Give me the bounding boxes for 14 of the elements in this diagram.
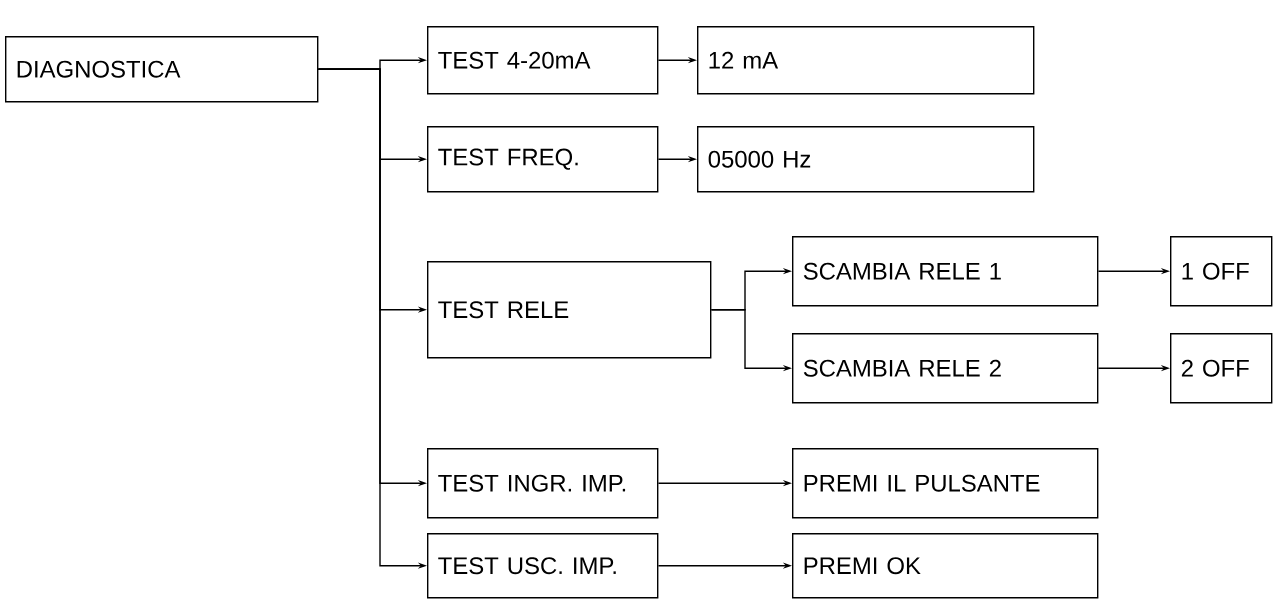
menu-box: 05000 Hz: [697, 126, 1035, 193]
menu-box: 2 OFF: [1170, 333, 1273, 404]
menu-box: TEST 4-20mA: [427, 26, 659, 95]
menu-box: PREMI IL PULSANTE: [792, 448, 1099, 519]
menu-box: DIAGNOSTICA: [5, 36, 319, 103]
menu-box: TEST INGR. IMP.: [427, 448, 659, 519]
menu-box: 1 OFF: [1170, 236, 1273, 307]
menu-box: TEST USC. IMP.: [427, 533, 659, 599]
menu-box: SCAMBIA RELE 2: [792, 333, 1099, 404]
menu-box: 12 mA: [697, 26, 1035, 95]
menu-box: SCAMBIA RELE 1: [792, 236, 1099, 307]
menu-box: PREMI OK: [792, 533, 1099, 599]
menu-box: TEST RELE: [427, 261, 712, 359]
menu-box: TEST FREQ.: [427, 126, 659, 193]
